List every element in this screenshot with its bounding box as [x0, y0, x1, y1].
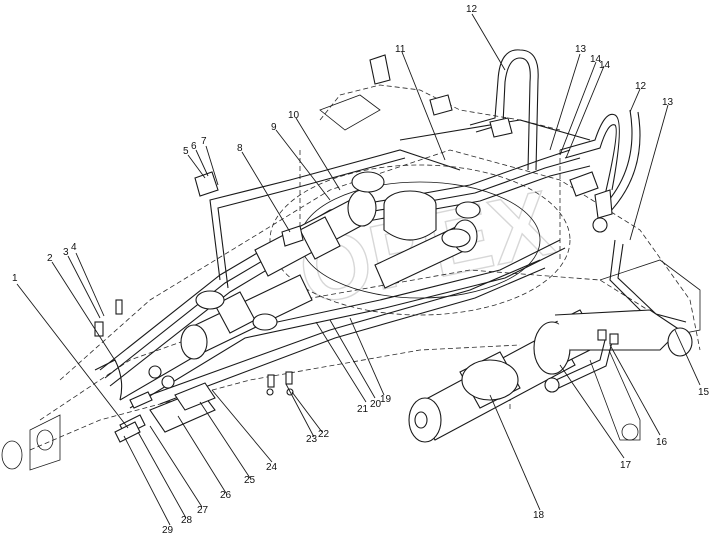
callout-14-b: 14 — [599, 60, 611, 71]
callout-7: 7 — [201, 136, 207, 147]
callout-1: 1 — [12, 273, 18, 284]
callout-3: 3 — [63, 247, 69, 258]
callout-5: 5 — [183, 146, 189, 157]
callout-11: 11 — [395, 44, 406, 55]
leader-lines — [16, 13, 701, 526]
callout-13-right: 13 — [662, 97, 674, 108]
callout-27: 27 — [197, 505, 209, 516]
callout-15: 15 — [698, 387, 710, 398]
callout-12-right: 12 — [635, 81, 647, 92]
callout-13-top: 13 — [575, 44, 587, 55]
callout-2: 2 — [47, 253, 53, 264]
callout-29: 29 — [162, 525, 174, 536]
clamps — [194, 54, 613, 247]
callout-9: 9 — [271, 122, 277, 133]
callout-19: 19 — [380, 394, 392, 405]
frame-cylinders — [180, 171, 481, 360]
callout-6: 6 — [191, 141, 197, 152]
callout-12-top: 12 — [466, 4, 478, 15]
callout-21: 21 — [357, 404, 369, 415]
callout-4: 4 — [71, 242, 77, 253]
callout-22: 22 — [318, 429, 330, 440]
lift-cylinders — [408, 309, 693, 443]
callout-18: 18 — [533, 510, 545, 521]
callout-23: 23 — [306, 434, 318, 445]
callout-28: 28 — [181, 515, 193, 526]
callout-26: 26 — [220, 490, 232, 501]
callout-24: 24 — [266, 462, 278, 473]
callout-14-a: 14 — [590, 54, 602, 65]
callout-8: 8 — [237, 143, 243, 154]
callout-17: 17 — [620, 460, 632, 471]
callout-labels: 1 2 3 4 5 6 7 8 9 10 11 12 12 13 13 14 1… — [12, 4, 710, 536]
callout-10: 10 — [288, 110, 300, 121]
callout-16: 16 — [656, 437, 668, 448]
callout-20: 20 — [370, 399, 382, 410]
valve-block — [94, 299, 294, 443]
callout-25: 25 — [244, 475, 256, 486]
